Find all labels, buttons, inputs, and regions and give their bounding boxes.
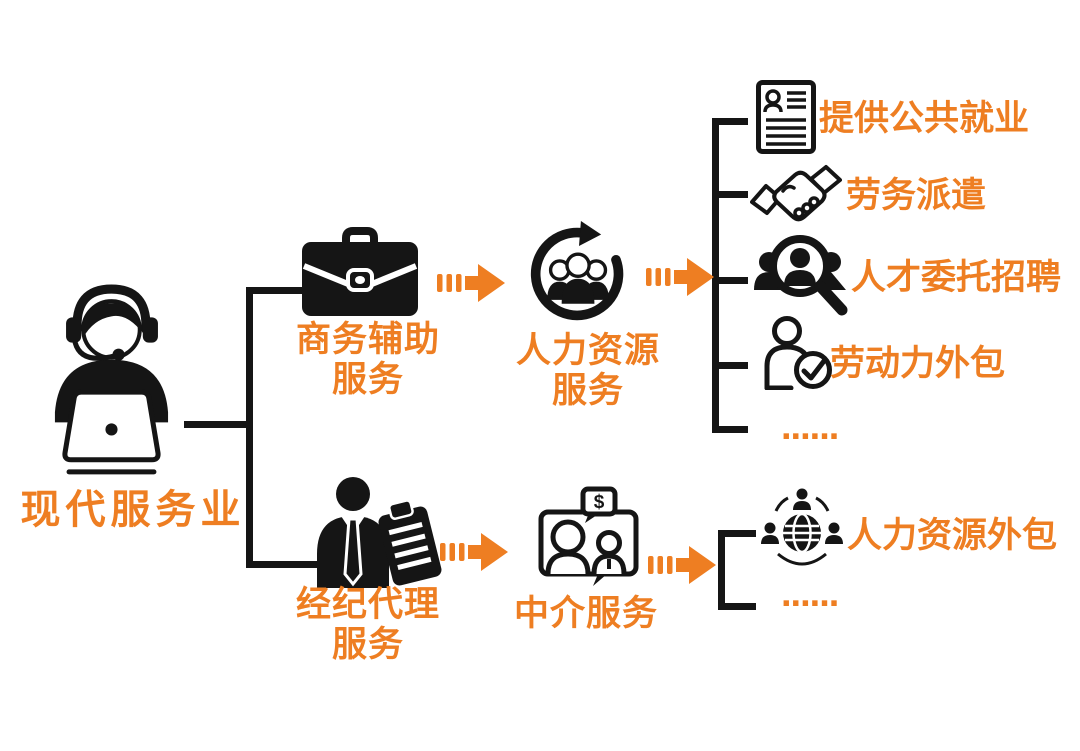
leaf-talent-recruitment-label: 人才委托招聘 (851, 258, 1062, 297)
leaf-hr-outsourcing-label: 人力资源外包 (847, 516, 1058, 555)
connector-hr-bracket-stub-4 (712, 362, 748, 369)
connector-hr-bracket-stub-2 (712, 191, 748, 198)
dashed-arrow-icon (646, 258, 714, 296)
worker-check-icon (760, 316, 834, 390)
dashed-arrow-icon (437, 264, 505, 302)
broker-clipboard-icon (303, 476, 443, 588)
leaf-labor-outsourcing-label: 劳动力外包 (830, 344, 1006, 383)
connector-mid-bracket-bottom-stub (718, 603, 756, 610)
connector-hr-bracket-stub-1 (712, 118, 748, 125)
hr-people-cycle-icon (527, 218, 631, 326)
connector-mid-bracket-vertical (718, 530, 725, 610)
handshake-icon (750, 164, 842, 226)
dashed-arrow-icon (440, 533, 508, 571)
leaf-more-hr-dots: ...... (781, 406, 839, 448)
branch-broker-agency-label: 经纪代理 服务 (295, 585, 440, 664)
connector-main-bracket-vertical (246, 287, 253, 568)
leaf-labor-dispatch-label: 劳务派遣 (846, 176, 987, 215)
dashed-arrow-icon (648, 546, 716, 584)
arrow-broker-to-intermediary (440, 528, 508, 576)
root-node-label: 现代服务业 (20, 488, 246, 532)
support-agent-laptop-icon (38, 283, 186, 485)
node-intermediary-services-label: 中介服务 (513, 594, 658, 633)
arrow-hr-to-leaves (646, 253, 714, 301)
connector-root-horizontal (184, 421, 250, 428)
intermediary-consult-icon: $ (536, 486, 641, 588)
svg-text:$: $ (594, 492, 605, 513)
connector-hr-bracket-stub-5 (712, 426, 748, 433)
arrow-business-to-hr (437, 259, 505, 307)
connector-main-bracket-top-stub (246, 287, 328, 294)
connector-hr-bracket-stub-3 (712, 277, 748, 284)
talent-search-icon (752, 228, 852, 318)
briefcase-icon (301, 226, 419, 318)
global-hr-network-icon (760, 486, 844, 570)
arrow-intermediary-to-leaves (648, 541, 716, 589)
node-hr-services-label: 人力资源 服务 (515, 331, 660, 410)
resume-document-icon (756, 80, 816, 154)
leaf-public-employment-label: 提供公共就业 (819, 99, 1030, 138)
connector-main-bracket-bottom-stub (246, 561, 328, 568)
branch-business-support-label: 商务辅助 服务 (295, 320, 440, 399)
connector-mid-bracket-top-stub (718, 530, 756, 537)
connector-hr-bracket-vertical (712, 118, 719, 433)
leaf-more-intermediary-dots: ...... (781, 573, 839, 615)
